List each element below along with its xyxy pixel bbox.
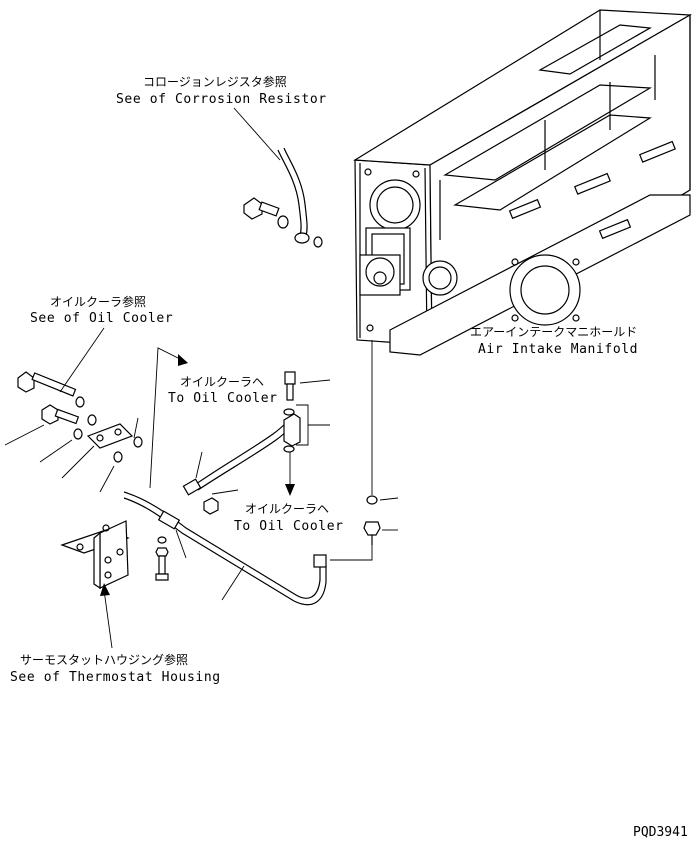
oil-tube-lower [123,491,327,606]
bracket-bolt [155,536,169,581]
air-intake-manifold [353,9,693,356]
banjo-bolt [243,197,323,248]
manifold-label-jp: エアーインテークマニホールド [470,325,637,339]
corrosion-label-en: See of Corrosion Resistor [116,92,327,107]
corrosion-resistor-head [359,254,401,296]
manifold-label-en: Air Intake Manifold [478,342,638,357]
oil-tube-upper [182,420,292,496]
thermostat-bracket [60,520,130,590]
corrosion-resistor-pipe [277,147,310,244]
to-oil-cooler-1-label-jp: オイルクーラヘ [180,375,264,389]
connector-line [330,340,399,561]
to-oil-cooler-1-label-en: To Oil Cooler [168,391,278,406]
clip-plate [86,423,143,463]
hose-fitting-group [203,371,301,515]
thermostat-label-jp: サーモスタットハウジング参照 [20,652,188,667]
to-oil-cooler-2-label-jp: オイルクーラヘ [245,502,329,516]
thermostat-label-en: See of Thermostat Housing [10,670,221,685]
drawing-code: PQD3941 [633,825,688,840]
oil-cooler-ref-label-jp: オイルクーラ参照 [50,294,146,309]
oil-cooler-bolt-lower [41,404,97,440]
oil-cooler-bolt-upper [17,371,85,408]
corrosion-label-jp: コロージョンレジスタ参照 [143,74,287,89]
oil-cooler-ref-label-en: See of Oil Cooler [30,311,173,326]
to-oil-cooler-2-label-en: To Oil Cooler [234,519,344,534]
